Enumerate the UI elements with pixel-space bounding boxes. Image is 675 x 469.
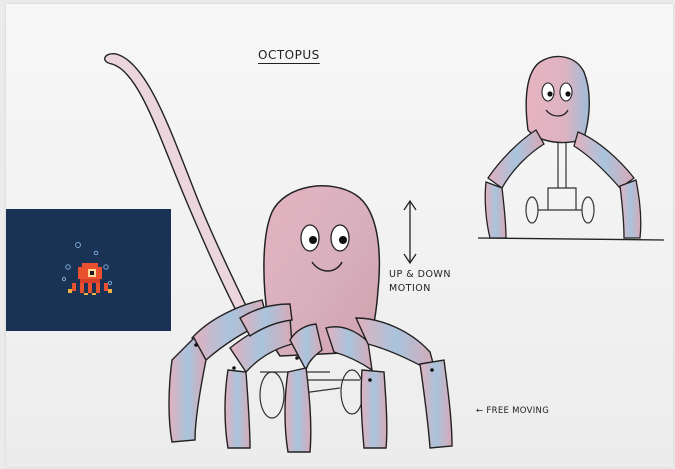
- pixel-octopus-icon: [6, 209, 171, 331]
- wheel-frame: [260, 370, 363, 418]
- up-down-arrow-icon: [404, 201, 416, 263]
- motion-label: UP & DOWN MOTION: [389, 268, 479, 296]
- drawing-title: OCTOPUS: [258, 48, 320, 62]
- small-octopus: [478, 57, 664, 240]
- motion-label-line2: MOTION: [389, 282, 479, 296]
- free-moving-label: ← FREE MOVING: [476, 406, 549, 416]
- pixel-art-thumbnail: [6, 209, 171, 331]
- motion-label-line1: UP & DOWN: [389, 268, 479, 282]
